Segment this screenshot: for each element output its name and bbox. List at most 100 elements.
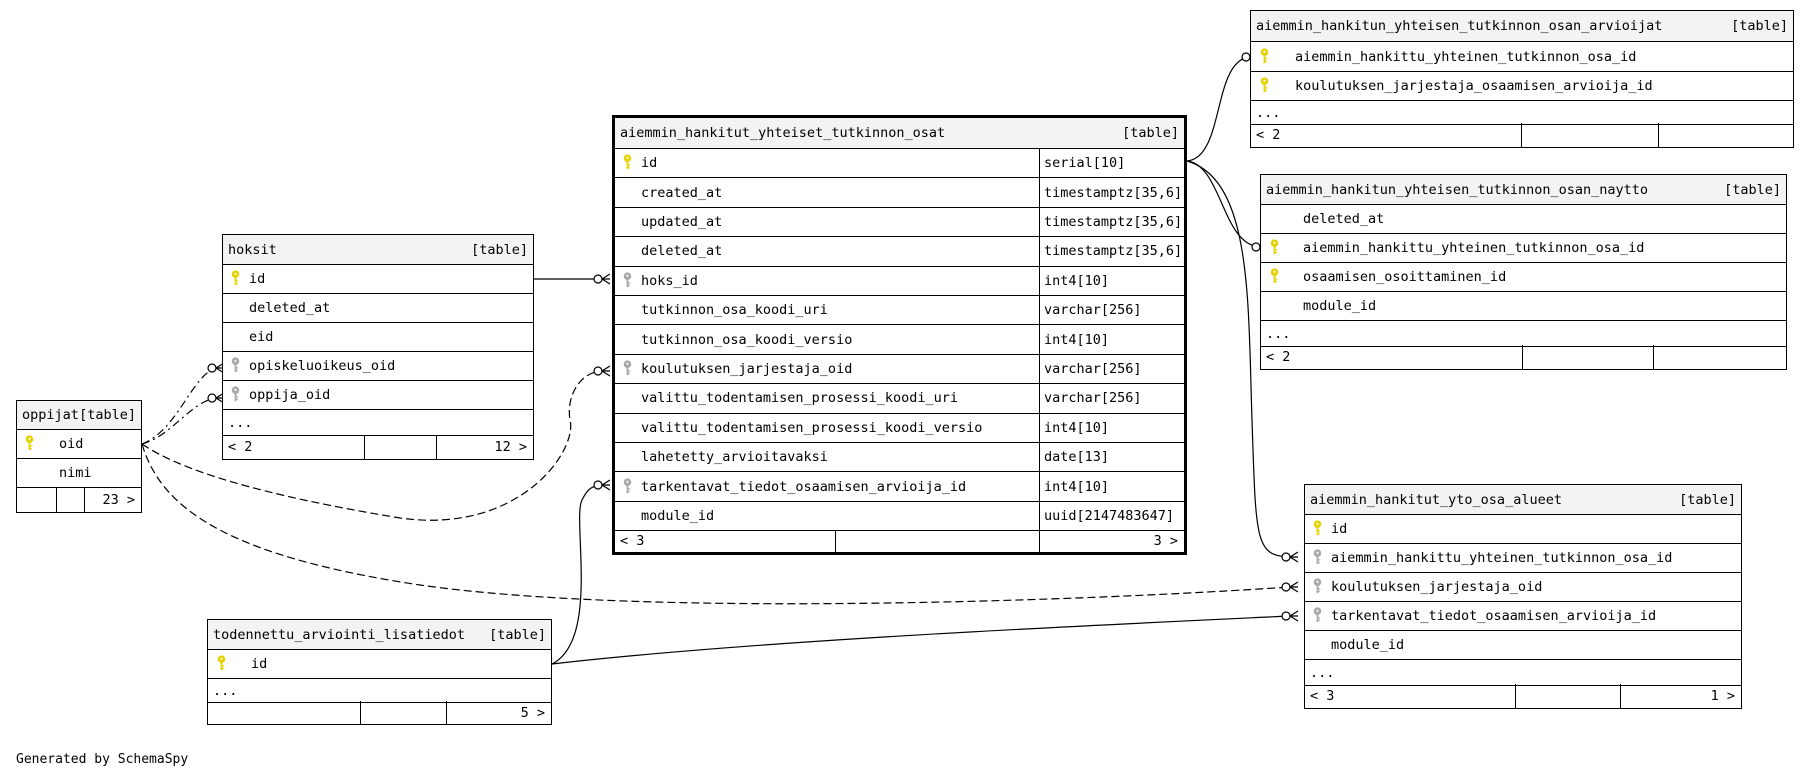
- table-oppijat[interactable]: oppijat [table] oid nimi 23 >: [16, 400, 142, 513]
- ellipsis-row: ...: [1261, 321, 1786, 347]
- column-row: module_id: [1261, 292, 1786, 321]
- table-name: aiemmin_hankitut_yto_osa_alueet: [1310, 491, 1562, 508]
- column-row: osaamisen_osoittaminen_id: [1261, 263, 1786, 292]
- table-hoksit[interactable]: hoksit [table] id deleted_at eid opiskel…: [222, 234, 534, 460]
- table-type: [table]: [1724, 181, 1781, 198]
- column-name: hoks_id: [641, 272, 698, 289]
- column-type: varchar[256]: [1044, 390, 1142, 407]
- primary-key-icon: [1270, 268, 1279, 284]
- ellipsis-row: ...: [223, 410, 533, 436]
- table-name: aiemmin_hankitun_yhteisen_tutkinnon_osan…: [1266, 181, 1649, 198]
- table-header: aiemmin_hankitut_yhteiset_tutkinnon_osat…: [615, 118, 1184, 149]
- primary-key-icon: [1260, 47, 1269, 64]
- table-footer: 23 >: [17, 488, 141, 512]
- column-type: timestamptz[35,6]: [1044, 243, 1183, 260]
- column-name: module_id: [1331, 637, 1405, 653]
- column-name: oid: [59, 436, 84, 452]
- table-aiemmin-hankitun-yhteisen-tutkinnon-osan-naytto[interactable]: aiemmin_hankitun_yhteisen_tutkinnon_osan…: [1260, 174, 1787, 370]
- column-name: module_id: [641, 507, 715, 524]
- table-type: [table]: [1731, 18, 1788, 34]
- foreign-key-icon: [1313, 578, 1322, 594]
- primary-key-icon: [1270, 239, 1279, 255]
- footer-prev[interactable]: < 2: [1266, 349, 1291, 365]
- column-name: valittu_todentamisen_prosessi_koodi_vers…: [641, 419, 983, 436]
- column-row: lahetetty_arvioitavaksi date[13]: [615, 443, 1184, 473]
- footer-prev[interactable]: < 3: [1310, 688, 1335, 704]
- connector-main-to-arvioijat: [1186, 56, 1251, 162]
- more-columns-ellipsis: ...: [228, 414, 253, 431]
- table-header: oppijat [table]: [17, 401, 141, 430]
- foreign-key-icon: [1313, 607, 1322, 623]
- column-name: osaamisen_osoittaminen_id: [1303, 269, 1507, 285]
- footer-next[interactable]: 12 >: [494, 439, 527, 455]
- column-row: oid: [17, 430, 141, 459]
- column-name: deleted_at: [249, 300, 331, 316]
- primary-key-icon: [623, 154, 632, 170]
- table-header: hoksit [table]: [223, 235, 533, 265]
- column-name: tarkentavat_tiedot_osaamisen_arvioija_id: [1331, 608, 1657, 624]
- more-columns-ellipsis: ...: [213, 682, 238, 699]
- column-type: date[13]: [1044, 449, 1110, 466]
- column-name: deleted_at: [1303, 211, 1385, 227]
- column-row: hoks_id int4[10]: [615, 266, 1184, 296]
- table-header: aiemmin_hankitut_yto_osa_alueet [table]: [1305, 485, 1741, 515]
- column-row: oppija_oid: [223, 381, 533, 410]
- table-aiemmin-hankitun-yhteisen-tutkinnon-osan-arvioijat[interactable]: aiemmin_hankitun_yhteisen_tutkinnon_osan…: [1250, 10, 1794, 148]
- column-type: int4[10]: [1044, 331, 1110, 348]
- column-name: module_id: [1303, 298, 1377, 314]
- primary-key-icon: [231, 270, 240, 286]
- footer-prev[interactable]: < 2: [228, 439, 253, 455]
- more-columns-ellipsis: ...: [1256, 104, 1281, 121]
- column-row: tarkentavat_tiedot_osaamisen_arvioija_id…: [615, 472, 1184, 502]
- primary-key-icon: [1313, 520, 1322, 536]
- column-row: nimi: [17, 459, 141, 488]
- column-row: deleted_at: [1261, 205, 1786, 234]
- column-type: int4[10]: [1044, 272, 1110, 289]
- table-aiemmin-hankitut-yto-osa-alueet[interactable]: aiemmin_hankitut_yto_osa_alueet [table] …: [1304, 484, 1742, 709]
- footer-prev[interactable]: < 2: [1256, 127, 1281, 143]
- ellipsis-row: ...: [1305, 660, 1741, 686]
- primary-key-icon: [1260, 77, 1269, 93]
- table-name: aiemmin_hankitun_yhteisen_tutkinnon_osan…: [1256, 18, 1663, 34]
- column-name: opiskeluoikeus_oid: [249, 358, 396, 374]
- foreign-key-icon: [231, 386, 240, 402]
- footer-next[interactable]: 5 >: [520, 704, 545, 721]
- column-name: oppija_oid: [249, 387, 331, 403]
- connector-todennettu-to-main: [551, 484, 603, 665]
- foreign-key-icon: [623, 272, 632, 288]
- column-row: deleted_at timestamptz[35,6]: [615, 237, 1184, 267]
- column-name: lahetetty_arvioitavaksi: [641, 449, 828, 466]
- table-header: todennettu_arviointi_lisatiedot [table]: [208, 620, 551, 650]
- footer-next[interactable]: 3 >: [1153, 533, 1178, 549]
- footer-next[interactable]: 1 >: [1710, 688, 1735, 704]
- foreign-key-icon: [623, 477, 632, 494]
- column-name: id: [1331, 521, 1348, 537]
- footer-next[interactable]: 23 >: [102, 492, 135, 508]
- column-name: tarkentavat_tiedot_osaamisen_arvioija_id: [641, 478, 967, 495]
- connector-todennettu-to-yto: [551, 615, 1291, 665]
- column-row: id: [223, 265, 533, 294]
- ellipsis-row: ...: [1251, 101, 1793, 125]
- connector-main-to-yto-aiemmin: [1186, 160, 1291, 558]
- footer-prev[interactable]: < 3: [620, 533, 645, 549]
- column-type: uuid[2147483647]: [1044, 507, 1175, 524]
- table-footer: 5 >: [208, 701, 551, 724]
- column-type: varchar[256]: [1044, 360, 1142, 377]
- connector-main-to-naytto: [1186, 160, 1261, 248]
- column-name: aiemmin_hankittu_yhteinen_tutkinnon_osa_…: [1295, 48, 1637, 65]
- table-header: aiemmin_hankitun_yhteisen_tutkinnon_osan…: [1261, 175, 1786, 205]
- table-footer: < 2: [1251, 123, 1793, 147]
- column-name: created_at: [641, 184, 723, 201]
- column-type: serial[10]: [1044, 155, 1126, 172]
- column-name: deleted_at: [641, 243, 723, 260]
- table-aiemmin-hankitut-yhteiset-tutkinnon-osat[interactable]: aiemmin_hankitut_yhteiset_tutkinnon_osat…: [612, 115, 1187, 555]
- table-todennettu-arviointi-lisatiedot[interactable]: todennettu_arviointi_lisatiedot [table] …: [207, 619, 552, 725]
- column-row: valittu_todentamisen_prosessi_koodi_vers…: [615, 413, 1184, 443]
- column-row: aiemmin_hankittu_yhteinen_tutkinnon_osa_…: [1305, 544, 1741, 573]
- column-name: tutkinnon_osa_koodi_uri: [641, 302, 828, 319]
- column-row: tarkentavat_tiedot_osaamisen_arvioija_id: [1305, 602, 1741, 631]
